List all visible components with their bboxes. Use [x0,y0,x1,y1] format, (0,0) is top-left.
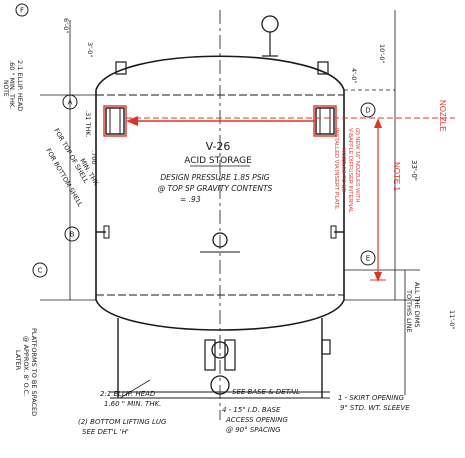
circle-mark-1: B [70,231,75,239]
callout-skirt-2: 9" STD. WT. SLEEVE [340,404,410,412]
platform-note: PLATFORMS TO BE SPACED @ APPROX. 8' O.C.… [14,328,38,416]
dim-top-1: 3'-0" [86,42,94,57]
red-markup [103,105,455,282]
vessel-outline [95,10,345,420]
left-note-6: FOR BOTTOM SHELL [44,147,84,208]
callout-skirt: 1 - SKIRT OPENING [338,394,405,402]
weld-line-1: TO THIS LINE [405,289,413,333]
callout-ellip-thk: 1.60 " MIN. THK. [104,400,161,408]
design-line-1: DESIGN PRESSURE 1.85 PSIG [160,173,269,182]
callout-see-base: SEE BASE & DETAIL [232,388,300,396]
callout-access-2: ACCESS OPENING [225,416,289,424]
left-note-1: .60 " MIN. THK. [8,60,16,109]
circle-mark-5: F [20,7,24,15]
circle-mark-4: E [366,255,370,263]
weld-line-0: ALL THE DIMS [413,282,421,327]
circle-mark-2: C [38,267,43,275]
drawing-title: V-26 ACID STORAGE DESIGN PRESSURE 1.85 P… [158,140,273,204]
callout-lifting-lug: (2) BOTTOM LIFTING LUG [78,418,167,426]
dim-right-0: 4'-0" [350,68,358,83]
bottom-callouts: 2:1 ELLIP. HEAD 1.60 " MIN. THK. (2) BOT… [78,379,410,436]
note-text-1: V-BAFFLE DIFFUSER INTERNAL [347,128,353,213]
vessel-service: ACID STORAGE [184,156,252,166]
circle-mark-0: A [68,99,73,107]
nozzle-label: NOZZLE [438,100,447,132]
gauge-lines [40,10,420,395]
dim-top-0: 6'-0" [62,18,70,33]
dim-top-2: 10'-0" [378,44,386,64]
design-line-2: @ TOP SP GRAVITY CONTENTS [158,184,273,193]
dim-right-2: 11'-0" [448,310,456,330]
vessel-tag: V-26 [206,140,231,153]
red-annotation-text: NOZZLE NOTE 1 (2) NEW 16" NOZZLES WITH V… [333,100,447,213]
note1-label: NOTE 1 [392,162,401,191]
callout-ellip-head: 2:1 ELLIP. HEAD [100,390,156,398]
note-text-0: (2) NEW 16" NOZZLES WITH [354,128,360,202]
platform-line-2: LATER [14,350,22,371]
note-text-3: INSTALLED VIA INSERT PLATE. [333,128,339,211]
callout-lug-ref: SEE DET'L 'H' [82,428,129,436]
platform-line-1: @ APPROX. 8' O.C. [22,336,30,396]
left-note-0: 2:1 ELLIP. HEAD [16,60,24,111]
left-margin-notes: 2:1 ELLIP. HEAD .60 " MIN. THK. .31 THK.… [2,60,100,208]
dimension-labels: 6'-0" 3'-0" 10'-0" 4'-0" 33'-0" 11'-0" A… [62,18,456,333]
circle-marks [15,3,376,278]
note-sideways: NOTE [2,80,9,97]
note-text-2: NOZZLES TO BE [340,148,346,192]
left-note-3: .700 [90,150,98,164]
dim-right-1: 33'-0" [410,160,418,181]
callout-access-3: @ 90° SPACING [226,426,281,434]
circle-mark-3: D [365,107,370,115]
platform-line-0: PLATFORMS TO BE SPACED [30,328,38,416]
top-nozzles [115,15,329,75]
callout-access: 4 - 15" I.D. BASE [222,406,281,414]
left-note-2: .31 THK. [84,110,92,138]
design-line-3: = .93 [180,195,201,204]
